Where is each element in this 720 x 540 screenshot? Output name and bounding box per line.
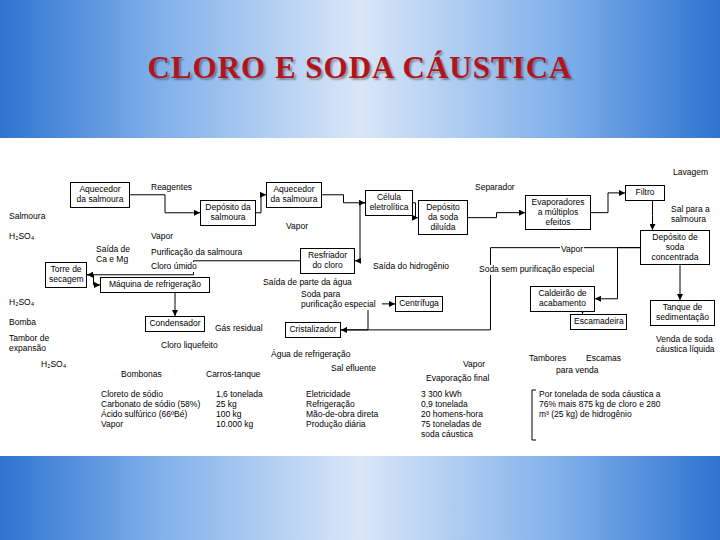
process-label: Tambor de expansão [8,334,60,354]
equipment-box: Aquecedor da salmoura [266,182,322,208]
flow-line [355,203,365,261]
equipment-name: Tanque de sedimentação [654,303,711,323]
process-label: Sal efluente [330,364,377,374]
process-label: Carros-tanque [205,370,261,380]
equipment-name: Cristalizador [289,325,337,335]
equipment-box: Cristalizador [285,322,341,338]
equipment-name: Depósito da soda diluída [422,203,464,232]
process-label: H₂SO₄ [8,232,35,242]
equipment-box: Resfriador do cloro [300,248,355,274]
equipment-name: Depósito de soda concentrada [644,233,706,262]
flow-line [595,248,640,299]
process-label: Soda para purificação especial [300,290,382,310]
process-label: Água de refrigeração [270,350,351,360]
table-bracket [532,390,536,440]
flow-line [322,195,365,203]
equipment-name: Aquecedor da salmoura [270,185,318,205]
equipment-name: Centrífuga [399,299,439,309]
table-cell: 10.000 kg [215,420,254,430]
process-label: H₂SO₄ [40,360,67,370]
process-label: Purificação da salmoura [150,248,243,258]
equipment-name: Torre de secagem [49,265,83,285]
process-label: Saída de parte da água [262,278,353,288]
process-label: Sal para a salmoura [670,205,720,225]
process-label: Vapor [285,222,309,232]
equipment-box: Evaporadores a múltiplos efeitos [525,195,591,230]
table-cell: Ácido sulfúrico (66ºBé) [100,410,188,420]
equipment-box: Máquina de refrigeração [100,277,210,293]
flow-line [175,293,176,316]
flow-line [87,275,100,285]
equipment-name: Aquecedor da salmoura [74,185,126,205]
equipment-box: Tanque de sedimentação [650,300,715,326]
table-cell: 1,6 tonelada [215,390,264,400]
table-cell: Vapor [100,420,124,430]
process-label: Saída de Ca e Mg [95,245,139,265]
flow-line [130,195,200,213]
slide-title: CLORO E SODA CÁUSTICA [0,50,720,86]
equipment-box: Caldeirão de acabamento [530,286,595,312]
table-cell: 75 toneladas de soda cáustica [420,420,502,440]
flow-line [680,265,681,300]
table-cell: 3 300 kWh [420,390,463,400]
equipment-box: Célula eletrolítica [365,190,413,216]
process-label: Cloro úmido [150,262,198,272]
table-cell: 0,9 tonelada [420,400,469,410]
equipment-box: Escamadeira [570,314,627,330]
flow-line [591,193,625,213]
equipment-name: Filtro [629,188,661,198]
equipment-box: Depósito da soda diluída [418,200,468,235]
equipment-name: Caldeirão de acabamento [534,289,591,309]
process-label: para venda [555,366,600,376]
process-label: Escamas [585,354,622,364]
process-label: Evaporação final [425,374,490,384]
equipment-box: Torre de secagem [45,262,87,288]
process-label: Bombonas [120,370,163,380]
process-label: Reagentes [150,183,193,193]
table-cell: Produção diária [305,420,367,430]
equipment-box: Aquecedor da salmoura [70,182,130,208]
equipment-name: Escamadeira [574,317,623,327]
flow-line [341,248,640,330]
flow-line [652,201,653,230]
process-label: Saída do hidrogênio [372,262,450,272]
equipment-name: Evaporadores a múltiplos efeitos [529,198,587,227]
flow-line [256,195,266,213]
process-label: Gás residual [214,324,264,334]
process-label: Lavagem [672,168,709,178]
process-label: H₂SO₄ [8,298,35,308]
equipment-name: Máquina de refrigeração [104,280,206,290]
process-label: Venda de soda cáustica líquida [655,335,719,355]
equipment-name: Resfriador do cloro [304,251,351,271]
process-label: Separador [474,183,516,193]
equipment-box: Condensador [145,316,205,332]
table-cell: 100 kg [215,410,243,420]
process-label: Salmoura [8,212,46,222]
table-cell: 20 homens-hora [420,410,484,420]
process-label: Cloro liquefeito [160,341,219,351]
white-panel [0,138,720,456]
table-cell: Cloreto de sódio [100,390,164,400]
table-cell: Eletricidade [305,390,351,400]
equipment-box: Filtro [625,185,665,201]
equipment-box: Depósito de soda concentrada [640,230,710,265]
equipment-box: Centrífuga [395,296,443,312]
table-cell: Por tonelada de soda cáustica a 76% mais… [538,390,665,419]
process-label: Vapor [462,360,486,370]
table-cell: Carbonato de sódio (58%) [100,400,201,410]
process-label: Tambores [528,354,567,364]
table-cell: Mão-de-obra direta [305,410,379,420]
table-cell: 25 kg [215,400,238,410]
process-label: Bomba [8,318,37,328]
equipment-name: Condensador [149,319,201,329]
process-label: Soda sem purificação especial [478,265,595,275]
flow-line [468,213,525,218]
equipment-name: Célula eletrolítica [369,193,409,213]
table-cell: Refrigeração [305,400,356,410]
process-label: Vapor [560,245,584,255]
process-label: Vapor [150,232,174,242]
equipment-box: Depósito da salmoura [200,200,256,226]
equipment-name: Depósito da salmoura [204,203,252,223]
